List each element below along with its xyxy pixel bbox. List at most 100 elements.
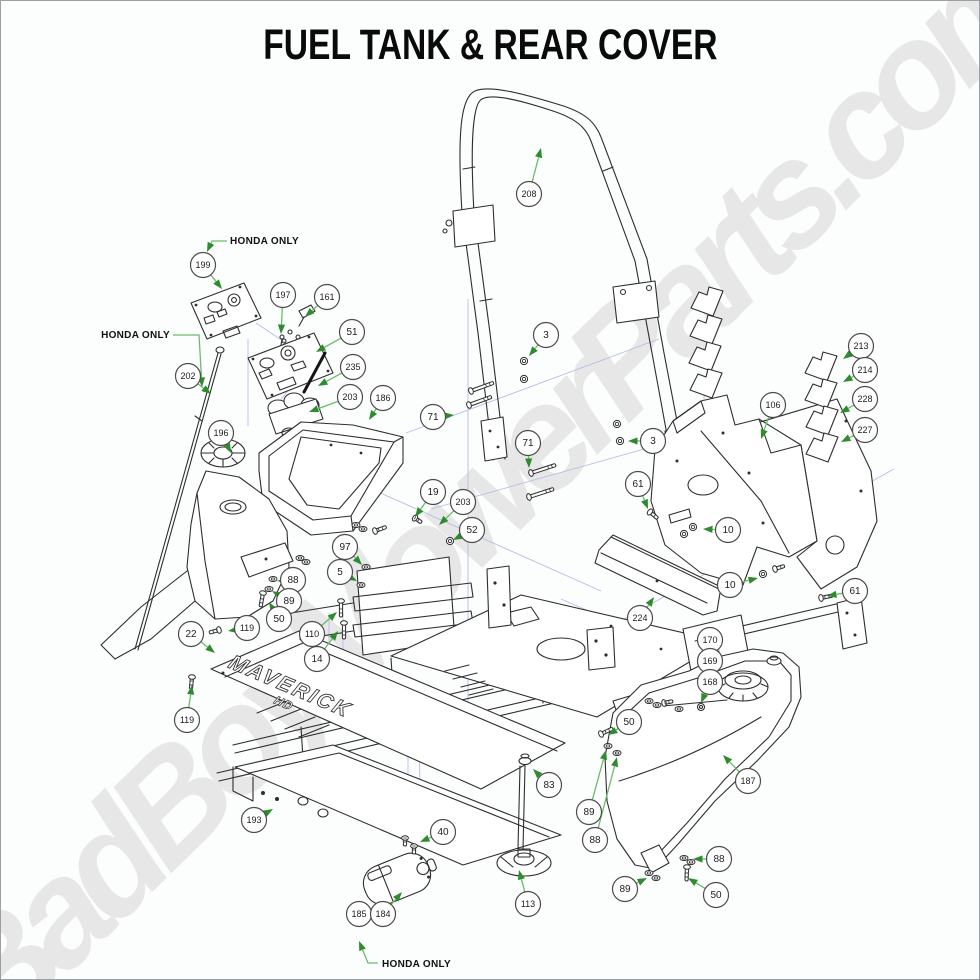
- arrowhead: [327, 612, 337, 621]
- callout-number: 3: [543, 330, 549, 341]
- washer: [351, 522, 361, 528]
- leader-line: [597, 766, 616, 829]
- washer: [686, 859, 696, 865]
- arrowhead: [840, 405, 851, 413]
- leader-line: [695, 882, 706, 890]
- callout-22: 22: [177, 620, 205, 648]
- arrowhead: [723, 755, 733, 765]
- bolt: [598, 727, 614, 738]
- callout-227: 227: [851, 416, 879, 444]
- callout-number: 52: [466, 525, 478, 536]
- callout-184: 184: [369, 900, 397, 928]
- bolt: [526, 487, 555, 501]
- leader-line: [323, 638, 333, 650]
- callout-52: 52: [458, 516, 486, 544]
- nut: [519, 356, 529, 366]
- callout-61: 61: [624, 470, 652, 498]
- washer: [612, 750, 622, 756]
- callout-106: 106: [759, 391, 787, 419]
- bolt: [340, 620, 348, 640]
- nut: [679, 529, 689, 539]
- bolt: [337, 598, 345, 618]
- callout-number: 22: [185, 629, 197, 640]
- callout-number: 197: [275, 290, 290, 300]
- leader-line: [741, 579, 749, 583]
- leader-line: [317, 400, 339, 410]
- callout-119: 119: [233, 614, 261, 642]
- callout-88: 88: [581, 826, 609, 854]
- bolt: [258, 590, 267, 608]
- callout-number: 203: [455, 497, 470, 507]
- arrowhead: [693, 855, 703, 863]
- leader-line: [373, 408, 377, 413]
- callout-186: 186: [369, 384, 397, 412]
- arrowhead: [535, 148, 543, 159]
- callout-number: 50: [623, 717, 635, 728]
- callout-number: 170: [702, 635, 717, 645]
- callout-number: 110: [305, 629, 319, 639]
- arrowhead: [369, 410, 378, 420]
- callout-number: 187: [740, 776, 755, 786]
- arrowhead: [187, 685, 195, 695]
- angle-channel-224: [594, 534, 722, 616]
- arrowhead: [316, 344, 327, 352]
- leader-line: [420, 501, 427, 510]
- callout-5: 5: [326, 558, 354, 586]
- callout-214: 214: [851, 356, 879, 384]
- callout-number: 50: [273, 614, 285, 625]
- leader-line: [311, 304, 319, 312]
- washer: [264, 586, 274, 592]
- washer: [652, 702, 662, 708]
- callout-number: 199: [195, 260, 210, 270]
- bolt: [661, 699, 674, 707]
- leader-line: [763, 416, 770, 431]
- leader-line: [200, 641, 208, 648]
- callout-number: 3: [650, 436, 656, 447]
- leader-line: [534, 344, 539, 350]
- callout-88: 88: [705, 845, 733, 873]
- callout-71: 71: [514, 429, 542, 457]
- washer: [358, 526, 368, 532]
- arrowhead: [277, 324, 286, 334]
- callout-number: 97: [339, 542, 351, 553]
- nut: [758, 569, 768, 579]
- washer: [603, 743, 613, 749]
- clip-161: [298, 304, 316, 327]
- callout-number: 184: [375, 909, 390, 919]
- callout-14: 14: [303, 645, 331, 673]
- arrowhead: [309, 405, 320, 413]
- bolt: [410, 843, 418, 855]
- arrowhead: [843, 350, 853, 359]
- callout-50: 50: [615, 708, 643, 736]
- callout-170: 170: [696, 626, 724, 654]
- arrowhead: [628, 437, 638, 445]
- callout-number: 113: [521, 899, 535, 909]
- cable-235: [302, 351, 327, 394]
- washer: [644, 698, 654, 704]
- callout-213: 213: [847, 332, 875, 360]
- callout-number: 214: [857, 365, 872, 375]
- leader-line: [280, 307, 284, 325]
- callout-number: 19: [427, 487, 439, 498]
- skid-plate-193: [232, 744, 562, 866]
- nut: [612, 419, 622, 429]
- arrowhead: [439, 515, 449, 525]
- bolt: [372, 525, 387, 535]
- callout-number: 51: [346, 327, 358, 338]
- arrowhead: [415, 507, 424, 517]
- arrowhead: [393, 892, 402, 902]
- callout-185: 185: [345, 900, 373, 928]
- callout-number: 50: [710, 890, 722, 901]
- honda-only-leader: [361, 949, 378, 964]
- arrowhead: [444, 412, 454, 420]
- callout-199: 199: [189, 251, 217, 279]
- arrowhead: [611, 757, 619, 768]
- bolt: [646, 508, 659, 520]
- bolt: [468, 381, 495, 395]
- arrowhead: [359, 941, 366, 952]
- washer: [356, 582, 366, 588]
- bolt: [411, 514, 423, 524]
- callout-number: 10: [724, 580, 736, 591]
